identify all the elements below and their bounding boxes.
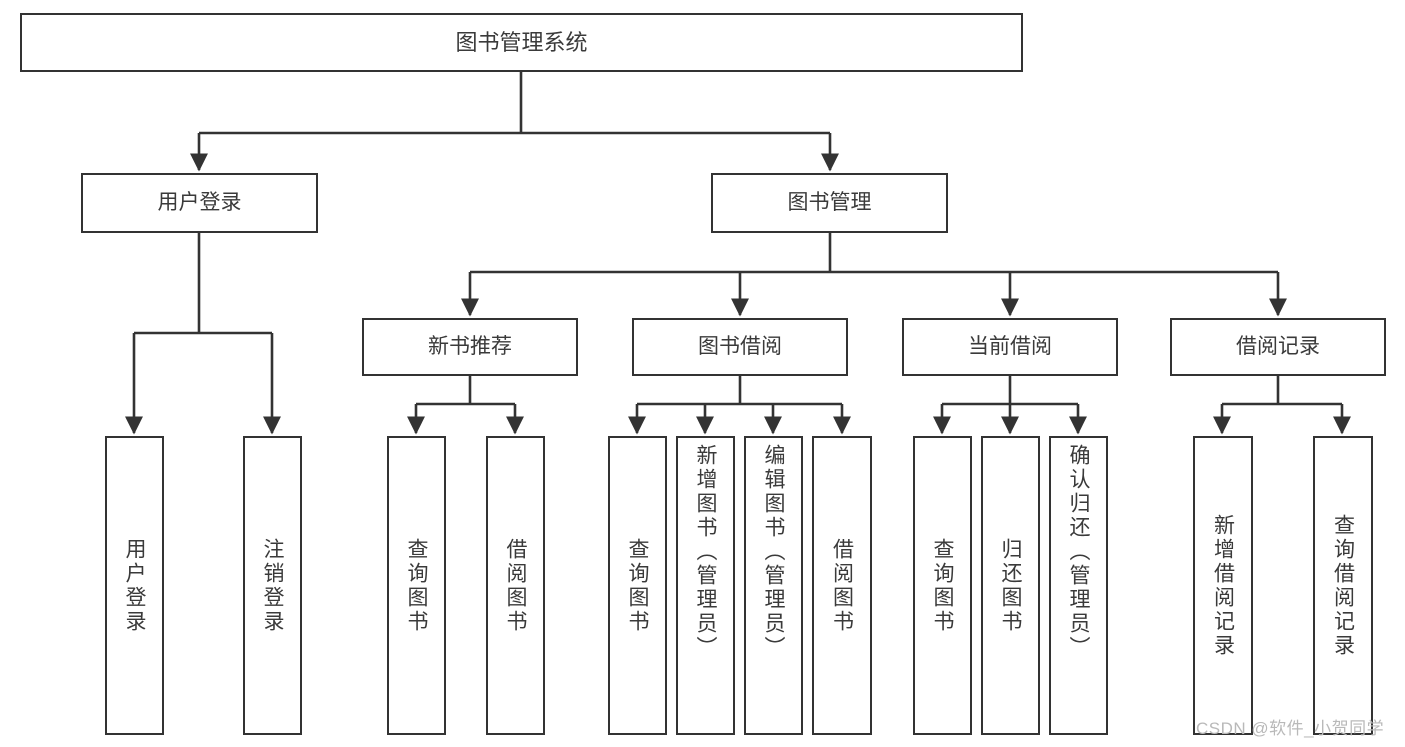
node-user-login[interactable]: 用户登录 bbox=[81, 173, 318, 233]
leaf-current-borrow-query[interactable]: 查询图书 bbox=[913, 436, 972, 735]
node-label: 用户登录 bbox=[157, 190, 242, 214]
leaf-book-borrow-edit[interactable]: 编辑图书（管理员） bbox=[744, 436, 803, 735]
node-label: 新增图书（管理员） bbox=[694, 444, 717, 660]
leaf-borrow-record-add[interactable]: 新增借阅记录 bbox=[1193, 436, 1253, 735]
node-label: 图书管理系统 bbox=[455, 29, 588, 55]
node-label: 借阅记录 bbox=[1236, 334, 1320, 358]
leaf-new-book-query[interactable]: 查询图书 bbox=[387, 436, 446, 735]
leaf-borrow-record-query[interactable]: 查询借阅记录 bbox=[1313, 436, 1373, 735]
leaf-book-borrow-query[interactable]: 查询图书 bbox=[608, 436, 667, 735]
node-label: 归还图书 bbox=[999, 537, 1022, 634]
leaf-current-borrow-confirm-return[interactable]: 确认归还（管理员） bbox=[1049, 436, 1108, 735]
node-root-system[interactable]: 图书管理系统 bbox=[20, 13, 1023, 72]
leaf-user-login-logout[interactable]: 注销登录 bbox=[243, 436, 302, 735]
leaf-book-borrow-add[interactable]: 新增图书（管理员） bbox=[676, 436, 735, 735]
node-label: 确认归还（管理员） bbox=[1067, 444, 1090, 660]
node-label: 编辑图书（管理员） bbox=[762, 444, 785, 660]
node-label: 查询图书 bbox=[931, 537, 954, 634]
leaf-new-book-borrow[interactable]: 借阅图书 bbox=[486, 436, 545, 735]
leaf-book-borrow-borrow[interactable]: 借阅图书 bbox=[812, 436, 872, 735]
node-label: 查询图书 bbox=[626, 537, 649, 634]
node-label: 图书借阅 bbox=[698, 334, 782, 358]
node-book-borrow[interactable]: 图书借阅 bbox=[632, 318, 848, 376]
node-label: 查询借阅记录 bbox=[1331, 513, 1355, 658]
node-new-book-recommend[interactable]: 新书推荐 bbox=[362, 318, 578, 376]
leaf-current-borrow-return[interactable]: 归还图书 bbox=[981, 436, 1040, 735]
node-label: 注销登录 bbox=[261, 537, 284, 634]
node-label: 图书管理 bbox=[787, 190, 872, 214]
node-label: 借阅图书 bbox=[504, 537, 527, 634]
node-label: 借阅图书 bbox=[830, 537, 854, 634]
node-label: 当前借阅 bbox=[968, 334, 1052, 358]
node-label: 查询图书 bbox=[405, 537, 428, 634]
node-borrow-record[interactable]: 借阅记录 bbox=[1170, 318, 1386, 376]
watermark-text: CSDN @软件_小贺同学 bbox=[1196, 719, 1385, 738]
node-book-manage[interactable]: 图书管理 bbox=[711, 173, 948, 233]
node-label: 新书推荐 bbox=[428, 334, 512, 358]
leaf-user-login-login[interactable]: 用户登录 bbox=[105, 436, 164, 735]
node-current-borrow[interactable]: 当前借阅 bbox=[902, 318, 1118, 376]
node-label: 用户登录 bbox=[123, 537, 146, 634]
node-label: 新增借阅记录 bbox=[1211, 513, 1235, 658]
